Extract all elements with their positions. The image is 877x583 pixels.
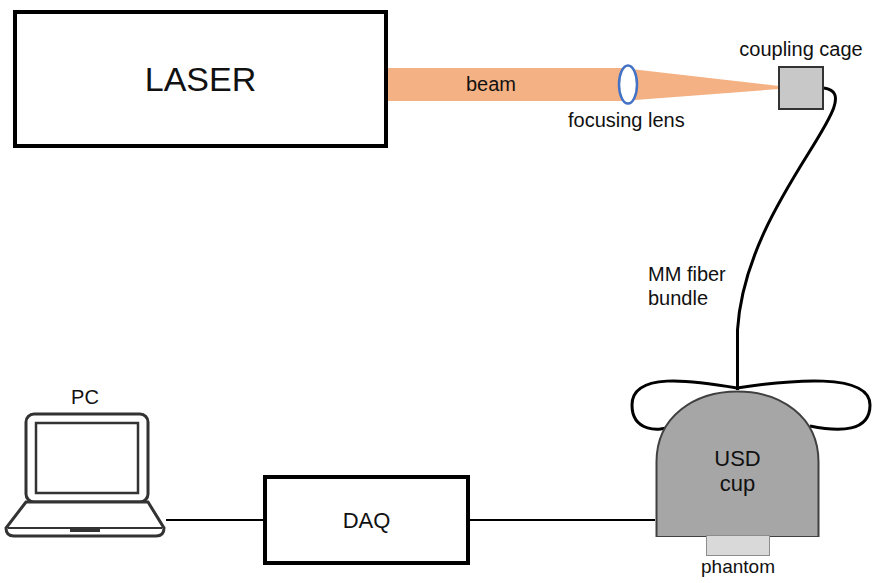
laser-box: LASER	[13, 10, 388, 148]
edge-label: MM fiber bundle	[648, 262, 740, 310]
node-label: LASER	[145, 60, 257, 99]
node-label: coupling cage	[739, 38, 862, 60]
laptop-icon: PC	[4, 410, 166, 542]
phantom-block: phantom	[706, 535, 770, 556]
coupling-cage: coupling cage	[778, 66, 824, 110]
node-label: DAQ	[343, 508, 391, 533]
fiber-bundle	[738, 88, 836, 390]
cable-line	[470, 519, 655, 521]
node-label: USD cup	[708, 446, 768, 496]
beam-label: beam	[466, 72, 516, 96]
node-label: PC	[71, 386, 99, 408]
laser-beam	[388, 68, 779, 101]
usd-cup: USD cup	[655, 390, 820, 537]
focusing-lens	[619, 66, 637, 104]
laptop-outline	[4, 410, 166, 542]
daq-box: DAQ	[263, 475, 470, 565]
node-label: phantom	[701, 556, 775, 577]
lens-label: focusing lens	[568, 108, 685, 132]
cable-line	[166, 519, 263, 521]
